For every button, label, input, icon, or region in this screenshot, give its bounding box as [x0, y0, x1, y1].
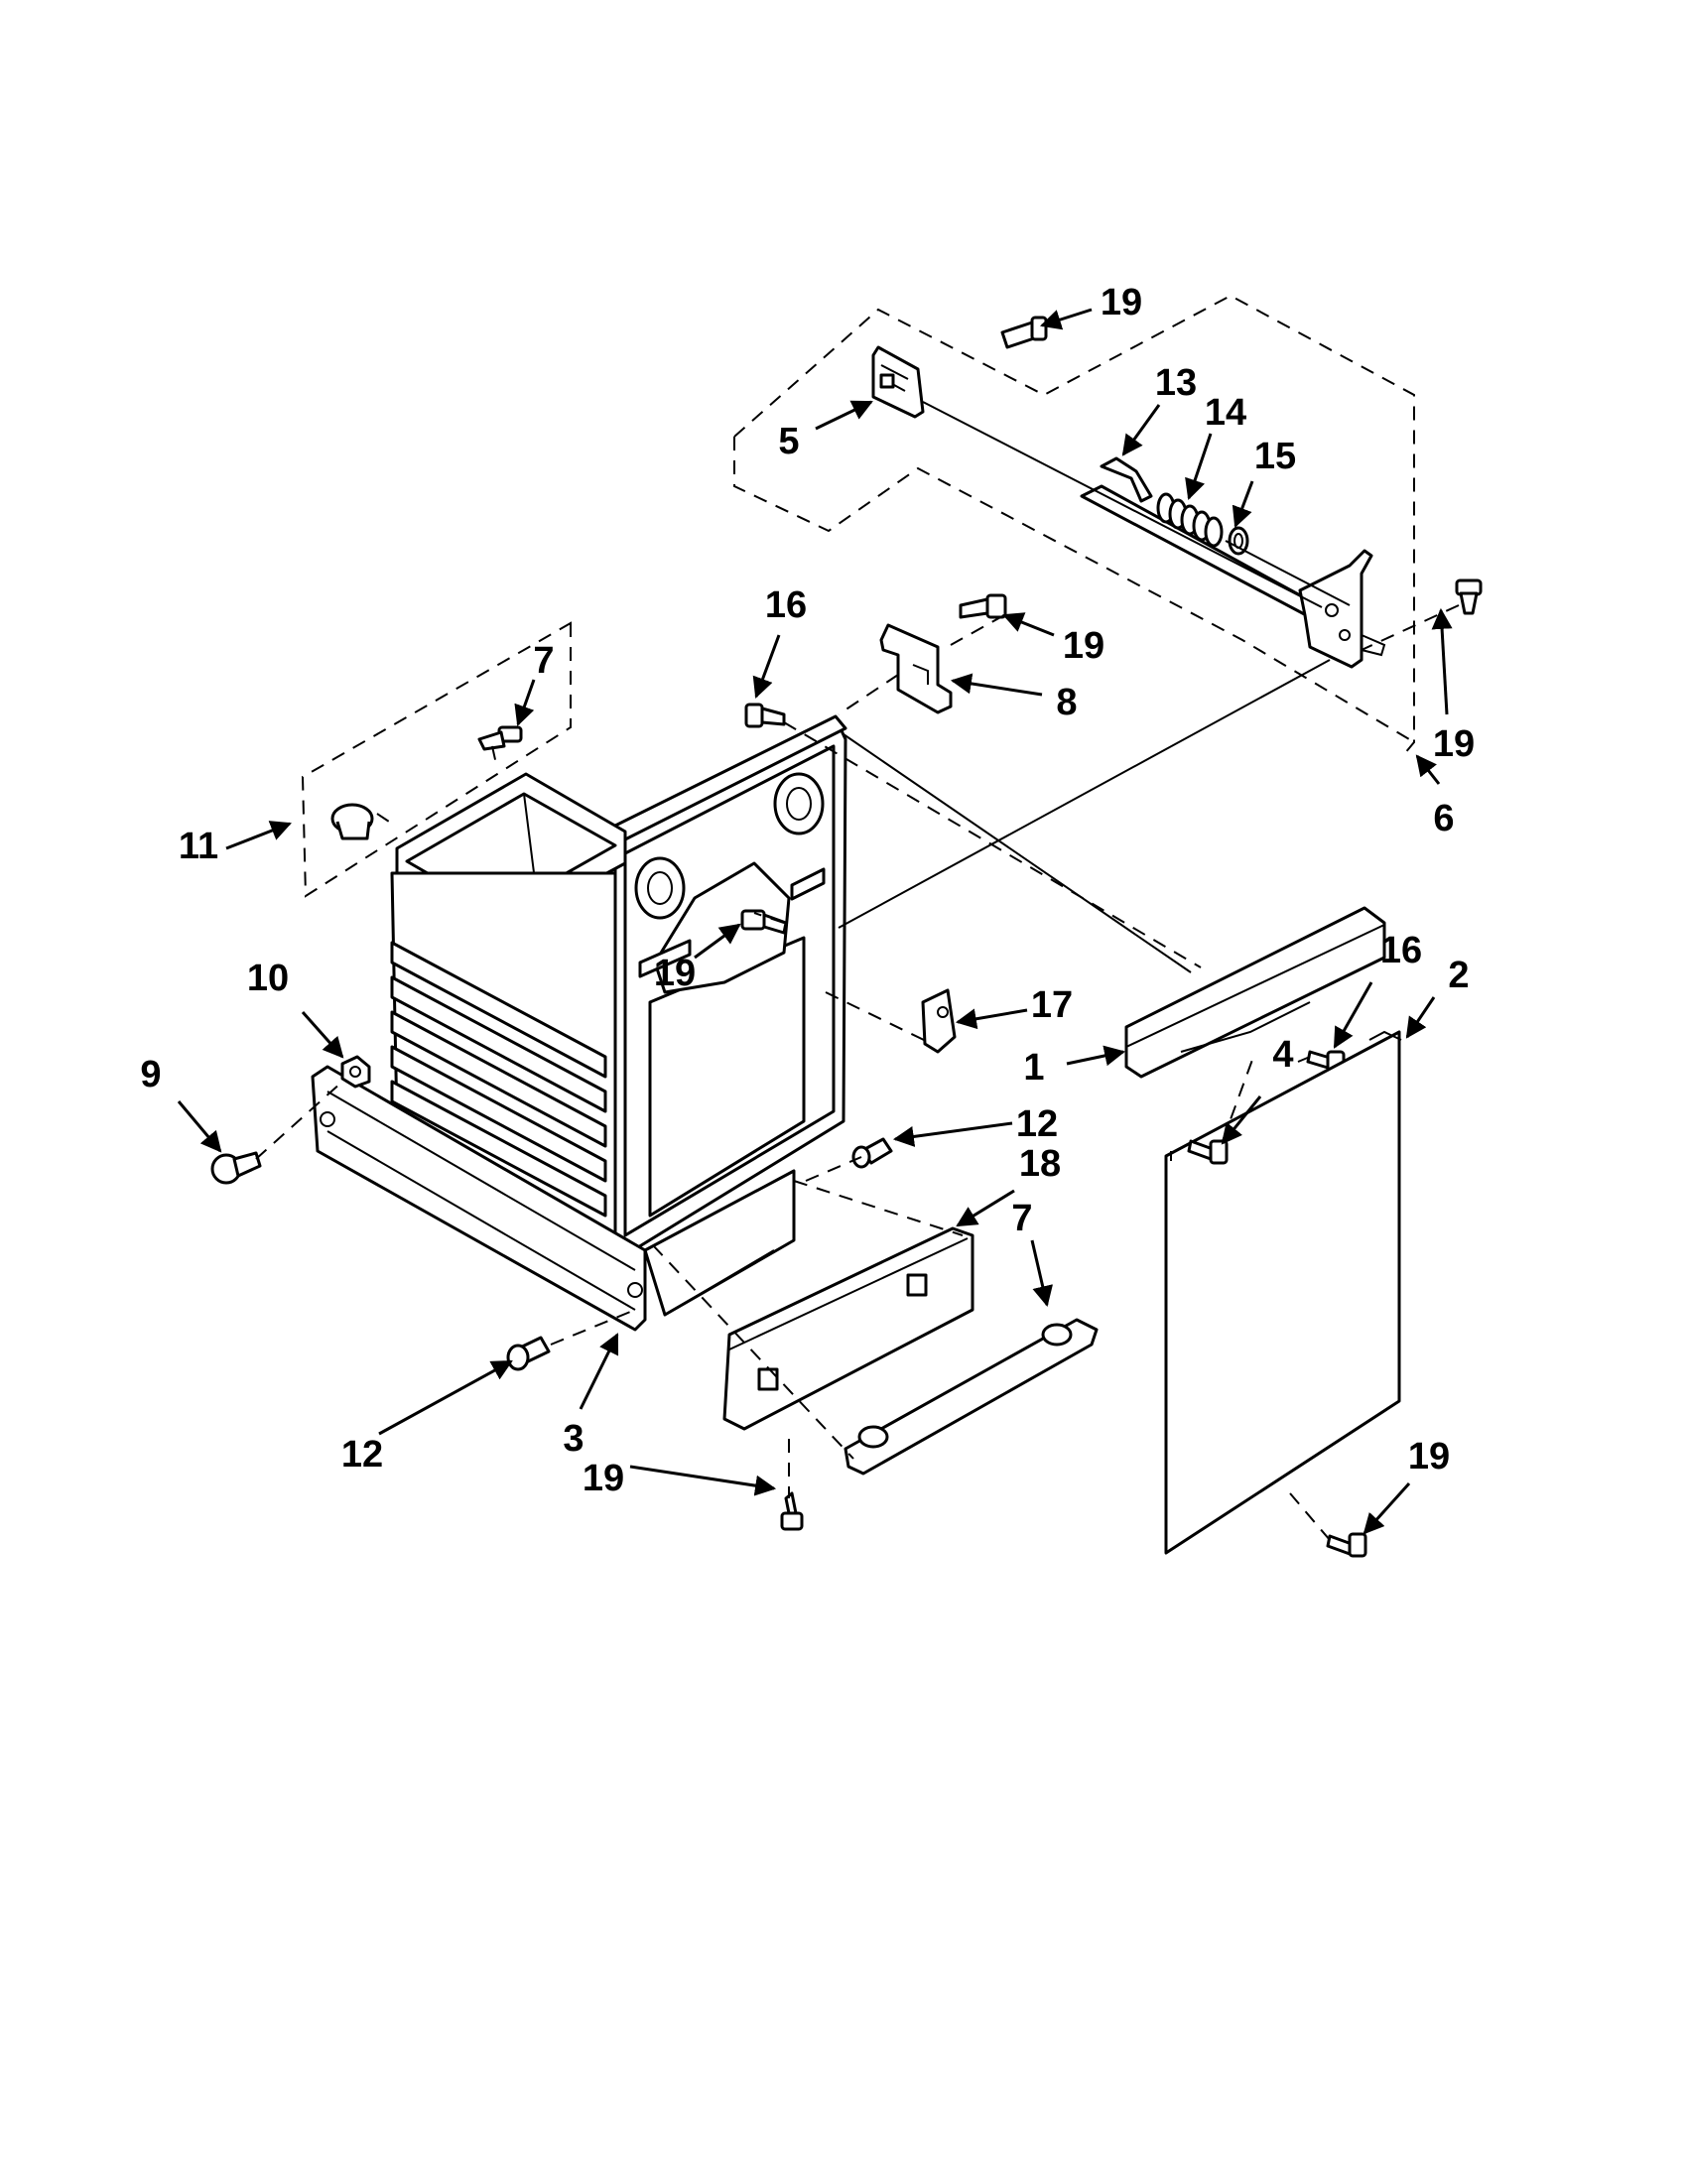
hinge-bracket-part-6 [1298, 549, 1386, 669]
callout-3: 3 [563, 1418, 584, 1460]
callout-19: 19 [1063, 625, 1104, 667]
callout-13: 13 [1155, 362, 1197, 404]
screw-part-12-right [851, 1137, 893, 1169]
callout-6: 6 [1433, 798, 1454, 839]
callout-12: 12 [341, 1434, 383, 1476]
screw-part-19-bottom [780, 1491, 804, 1531]
hinge-part-17 [921, 988, 957, 1054]
callout-19: 19 [654, 953, 696, 994]
bracket-part-8 [879, 623, 953, 714]
callout-16: 16 [1380, 930, 1422, 971]
callout-2: 2 [1448, 955, 1469, 996]
left-assembly-boundary [301, 621, 572, 898]
door-panel-part-2 [1164, 1030, 1402, 1555]
callout-17: 17 [1031, 984, 1073, 1026]
callout-8: 8 [1056, 682, 1077, 723]
main-frame [311, 714, 847, 1332]
leader-lines [177, 308, 1453, 1535]
hinge-bracket-part-5 [871, 345, 925, 419]
screw-part-19-right [1455, 578, 1483, 615]
callout-19: 19 [1433, 723, 1475, 765]
callout-14: 14 [1205, 392, 1246, 434]
callout-15: 15 [1254, 436, 1296, 477]
handle-part-7-bottom [844, 1318, 1099, 1476]
callout-9: 9 [140, 1054, 161, 1095]
callout-1: 1 [1023, 1047, 1044, 1089]
callout-7: 7 [533, 640, 554, 682]
callout-11: 11 [179, 826, 218, 867]
screw-part-16-left [744, 703, 786, 728]
callout-19: 19 [583, 1458, 624, 1499]
callout-16: 16 [765, 584, 807, 626]
screw-part-12-left [506, 1336, 551, 1371]
screw-part-19-bottom-right [1326, 1532, 1367, 1558]
callout-labels: 19 5 13 14 15 16 19 8 19 6 7 11 10 19 9 … [140, 282, 1475, 1499]
callout-4: 4 [1272, 1034, 1293, 1076]
spring-part-14 [1156, 492, 1224, 548]
callout-12: 12 [1016, 1103, 1058, 1145]
nut-part-10 [340, 1055, 371, 1089]
callout-19: 19 [1101, 282, 1142, 323]
connection-lines [255, 401, 1460, 1541]
screw-part-19-top [1000, 316, 1048, 349]
callout-5: 5 [778, 421, 799, 462]
washer-part-15 [1228, 526, 1249, 556]
screw-part-4 [1187, 1139, 1229, 1165]
screw-part-9 [210, 1151, 262, 1185]
callout-7: 7 [1011, 1198, 1032, 1239]
knob-part-11 [330, 803, 374, 840]
callout-19: 19 [1408, 1436, 1450, 1477]
top-assembly-boundary [733, 294, 1415, 755]
louver-slats [390, 941, 607, 1218]
callout-18: 18 [1019, 1143, 1061, 1185]
bracket-part-18 [722, 1226, 974, 1431]
trim-part-1 [1124, 906, 1386, 1079]
screw-part-19-upper [959, 593, 1007, 619]
callout-10: 10 [247, 958, 289, 999]
screw-part-7-left [477, 725, 523, 751]
